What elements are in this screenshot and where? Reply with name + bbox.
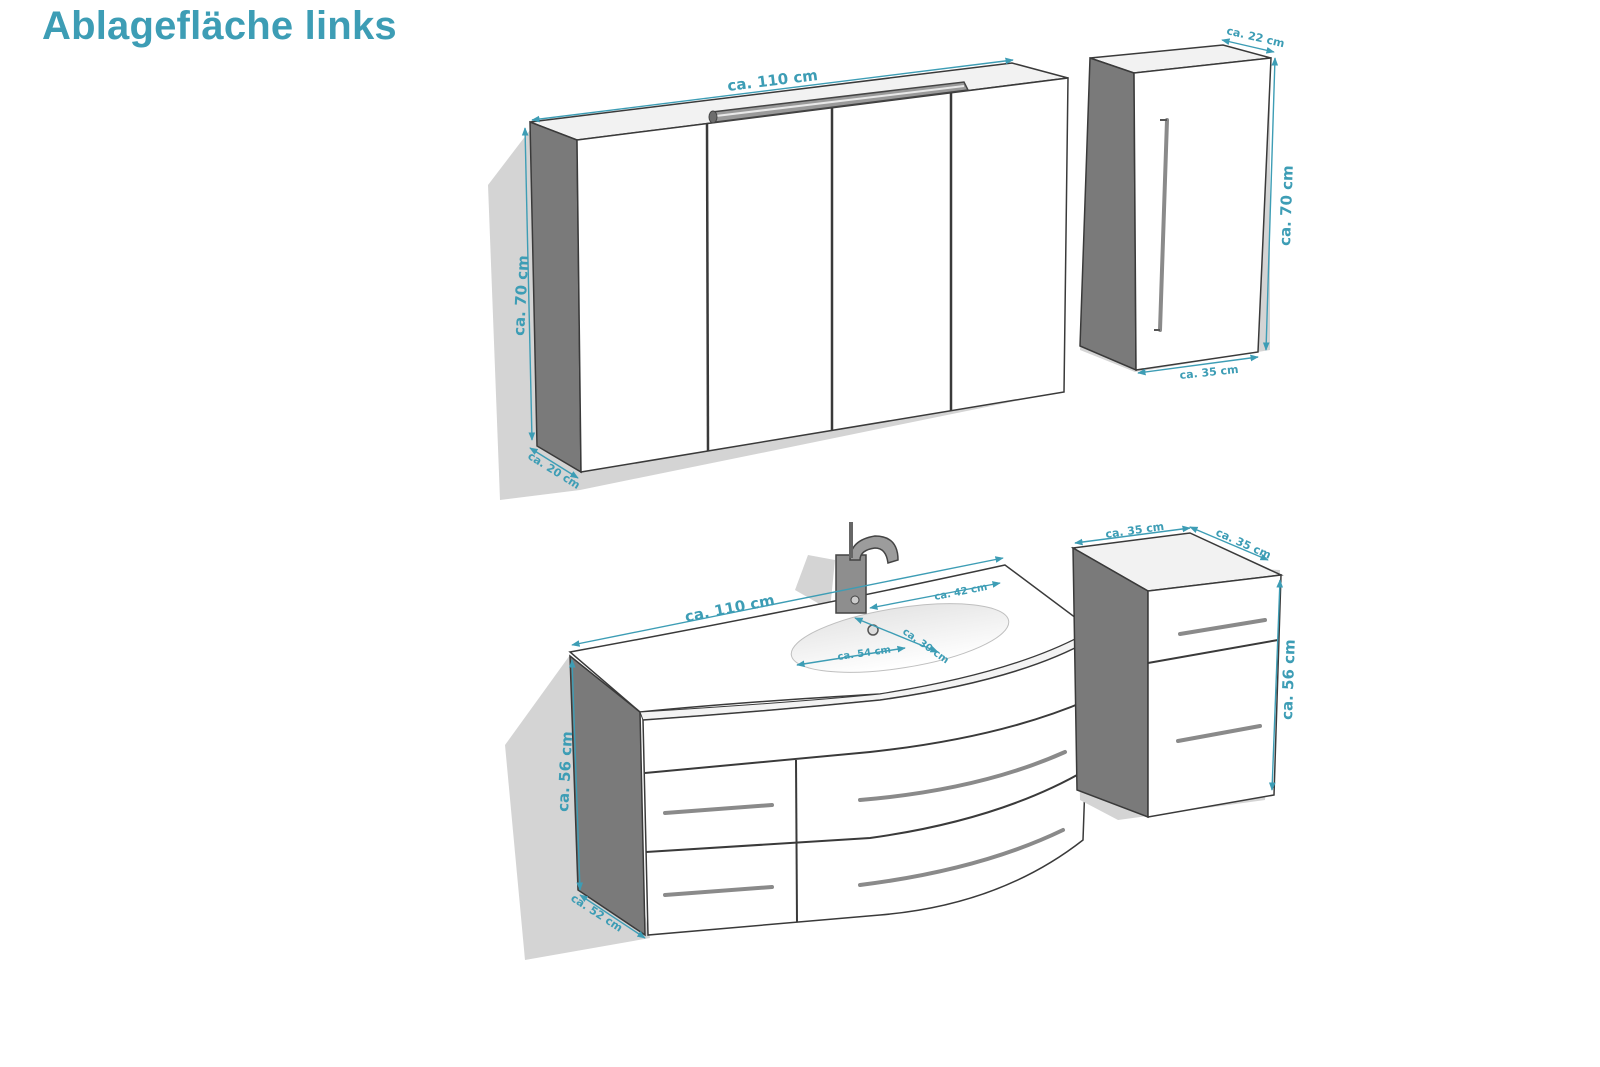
mirror-door-divider	[705, 123, 710, 452]
drawer-handle	[858, 750, 1067, 802]
mirror-cabinet-side	[529, 120, 582, 474]
hanging-cabinet-front	[1133, 57, 1272, 371]
base-height-label: ca. 56 cm	[1278, 639, 1299, 720]
hanging-cabinet	[1079, 44, 1272, 372]
vanity-unit	[505, 522, 1094, 960]
drawer-handle	[663, 885, 774, 897]
hanging-depth-label: ca. 22 cm	[1225, 24, 1285, 50]
page-title: Ablagefläche links	[42, 4, 397, 48]
drawer-divider	[644, 699, 1089, 774]
base-cabinet-front	[1147, 574, 1282, 818]
hanging-height-label: ca. 70 cm	[1276, 165, 1297, 246]
mirror-lamp-end	[708, 110, 718, 124]
drawer-handle	[1176, 724, 1262, 743]
mirror-height-label: ca. 70 cm	[510, 255, 532, 336]
vanity-height-label: ca. 56 cm	[554, 731, 576, 812]
drawer-handle	[1178, 618, 1267, 636]
drawer-divider	[795, 759, 798, 923]
drawer-divider	[645, 769, 1087, 853]
drawer-handle	[858, 828, 1065, 887]
base-cabinet-side	[1072, 546, 1149, 819]
mirror-cabinet-front	[576, 77, 1069, 473]
hanging-width-label: ca. 35 cm	[1179, 363, 1239, 382]
hanging-cabinet-handle	[1158, 118, 1169, 332]
drawer-handle	[663, 803, 774, 815]
dimension-lines	[521, 38, 1284, 939]
base-cabinet	[1070, 532, 1284, 820]
base-cabinet-drawer-divider	[1147, 639, 1279, 664]
hanging-cabinet-side	[1079, 56, 1137, 372]
mirror-cabinet	[488, 62, 1069, 500]
